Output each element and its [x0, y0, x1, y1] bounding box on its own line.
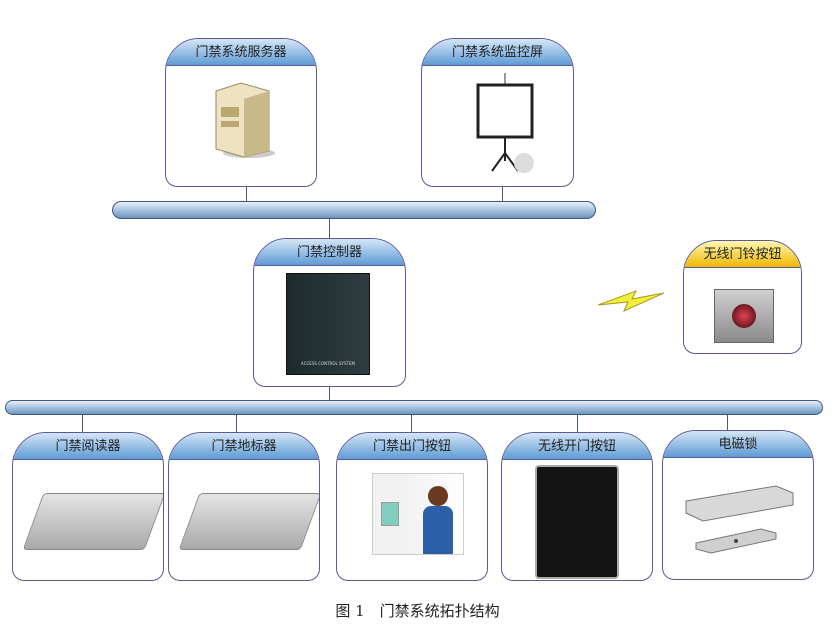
connector [82, 415, 83, 433]
connector [246, 185, 247, 201]
network-bus-top [112, 201, 596, 219]
projection-screen-icon [476, 73, 534, 173]
node-title: 门禁地标器 [169, 433, 319, 460]
network-bus-bottom [5, 400, 823, 415]
node-wireless-bell: 无线门铃按钮 [683, 240, 802, 354]
node-wireless-exit-button: 无线开门按钮 [501, 432, 653, 581]
doorbell-button-icon [714, 289, 774, 343]
controller-cabinet-icon: ACCESS CONTROL SYSTEM [286, 273, 370, 375]
node-title: 门禁控制器 [254, 239, 405, 266]
landmark-device-icon [178, 493, 319, 550]
node-title: 门禁系统服务器 [166, 39, 316, 66]
card-reader-icon [22, 493, 163, 550]
controller-panel-text: ACCESS CONTROL SYSTEM [301, 361, 355, 366]
node-title: 门禁阅读器 [13, 433, 163, 460]
node-title: 门禁系统监控屏 [422, 39, 573, 66]
node-reader: 门禁阅读器 [12, 432, 164, 581]
connector [502, 185, 503, 201]
wireless-exit-button-icon [535, 465, 619, 579]
server-icon [215, 82, 275, 158]
node-server: 门禁系统服务器 [165, 38, 317, 187]
node-title: 电磁锁 [663, 431, 813, 458]
connector [577, 415, 578, 433]
node-title: 门禁出门按钮 [337, 433, 487, 460]
figure-caption: 图 1 门禁系统拓扑结构 [335, 602, 500, 620]
connector [236, 415, 237, 433]
node-controller: 门禁控制器 ACCESS CONTROL SYSTEM [253, 238, 406, 387]
node-title: 无线开门按钮 [502, 433, 652, 460]
exit-button-photo [372, 473, 464, 555]
wireless-signal-icon [598, 290, 664, 312]
magnetic-lock-icon [685, 485, 794, 554]
node-landmark: 门禁地标器 [168, 432, 320, 581]
connector [329, 385, 330, 401]
node-title: 无线门铃按钮 [684, 241, 801, 268]
connector [727, 415, 728, 431]
node-monitor: 门禁系统监控屏 [421, 38, 574, 187]
node-exit-button: 门禁出门按钮 [336, 432, 488, 581]
connector [411, 415, 412, 433]
connector [329, 219, 330, 239]
node-mag-lock: 电磁锁 [662, 430, 814, 580]
